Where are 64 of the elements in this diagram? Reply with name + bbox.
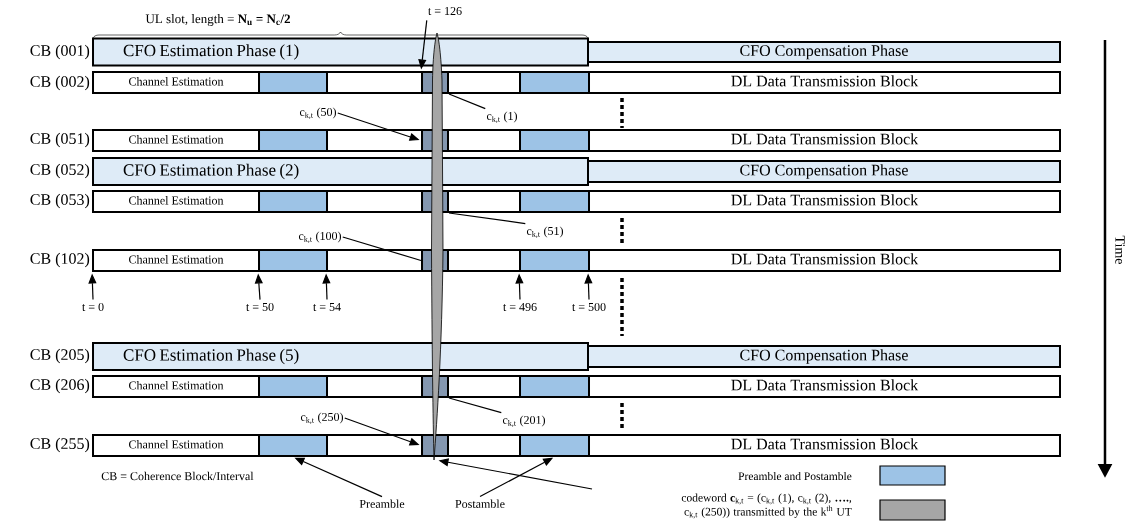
estimation-box: Channel Estimation <box>92 190 260 213</box>
time-label: t = 496 <box>503 302 537 311</box>
phase-box: CFO Compensation Phase <box>587 345 1061 368</box>
phase-box: CFO Compensation Phase <box>587 160 1061 183</box>
data-block-box: DL Data Transmission Block <box>588 129 1061 152</box>
phase-box: CFO Estimation Phase (1) <box>92 37 589 67</box>
legend-label: Preamble and Postamble <box>738 471 852 481</box>
row-label: CB (002) <box>30 75 90 91</box>
annotation-label: c$_{k,t}$ (201) <box>502 415 545 427</box>
postamble-block <box>519 375 590 398</box>
row-label: CB (102) <box>30 252 90 268</box>
postamble-block <box>519 71 590 94</box>
postamble-block <box>519 129 590 152</box>
annotation-label: Postamble <box>455 499 505 508</box>
row-label: CB (051) <box>30 132 90 148</box>
phase-box: CFO Estimation Phase (5) <box>92 341 589 372</box>
preamble-block <box>258 249 328 272</box>
annotation-label: c$_{k,t}$ (51) <box>526 226 563 238</box>
data-block-box: DL Data Transmission Block <box>588 190 1061 213</box>
postamble-block <box>519 434 590 457</box>
row-label: CB (205) <box>30 348 90 364</box>
data-block-box: DL Data Transmission Block <box>588 71 1061 94</box>
postamble-block <box>519 249 590 272</box>
phase-box: CFO Estimation Phase (2) <box>92 156 589 187</box>
leader-line <box>448 93 486 110</box>
data-block-box: DL Data Transmission Block <box>588 375 1061 398</box>
preamble-block <box>258 375 328 398</box>
axis-label: Time <box>1115 235 1125 265</box>
time-label: t = 126 <box>428 6 462 15</box>
estimation-box: Channel Estimation <box>92 71 260 94</box>
row-label: CB (052) <box>30 163 90 179</box>
phase-box: CFO Compensation Phase <box>587 41 1061 63</box>
preamble-block <box>258 71 328 94</box>
annotation-label: Preamble <box>359 499 405 508</box>
data-block-box: DL Data Transmission Block <box>588 249 1061 272</box>
slot-length-label: UL slot, length = N$_{u}$ = N$_{c}$/2 <box>145 14 290 26</box>
preamble-block <box>258 434 328 457</box>
estimation-box: Channel Estimation <box>92 375 260 398</box>
data-block-box: DL Data Transmission Block <box>588 434 1061 457</box>
codeword-spindle <box>431 32 444 461</box>
estimation-box: Channel Estimation <box>92 129 260 152</box>
annotation-label: c$_{k,t}$ (1) <box>486 111 517 123</box>
row-label: CB (255) <box>30 437 90 453</box>
annotation-label: c$_{k,t}$ (50) <box>299 107 336 119</box>
note-label: CB = Coherence Block/Interval <box>101 471 254 481</box>
annotation-label: c$_{k,t}$ (100) <box>298 231 341 243</box>
time-label: t = 0 <box>82 302 104 311</box>
leader-line <box>448 212 526 225</box>
row-label: CB (001) <box>30 44 90 60</box>
preamble-block <box>258 129 328 152</box>
estimation-box: Channel Estimation <box>92 434 260 457</box>
row-label: CB (206) <box>30 378 90 394</box>
annotation-label: c$_{k,t}$ (250) <box>300 412 343 424</box>
postamble-block <box>519 190 590 213</box>
codeword-slot <box>421 434 449 457</box>
preamble-block <box>258 190 328 213</box>
estimation-box: Channel Estimation <box>92 249 260 272</box>
leader-line <box>342 236 422 262</box>
leader-line <box>448 397 502 414</box>
time-label: t = 54 <box>313 302 341 311</box>
row-label: CB (053) <box>30 193 90 209</box>
time-label: t = 500 <box>572 302 606 311</box>
legend-label: codeword c$_{k,t}$ = (c$_{k,t}$ (1), c$_{k,t}$ (2), …., c$_{k,t}$ (250)) transmitted by the k$^{th}$ UT <box>681 493 852 519</box>
time-label: t = 50 <box>246 302 274 311</box>
